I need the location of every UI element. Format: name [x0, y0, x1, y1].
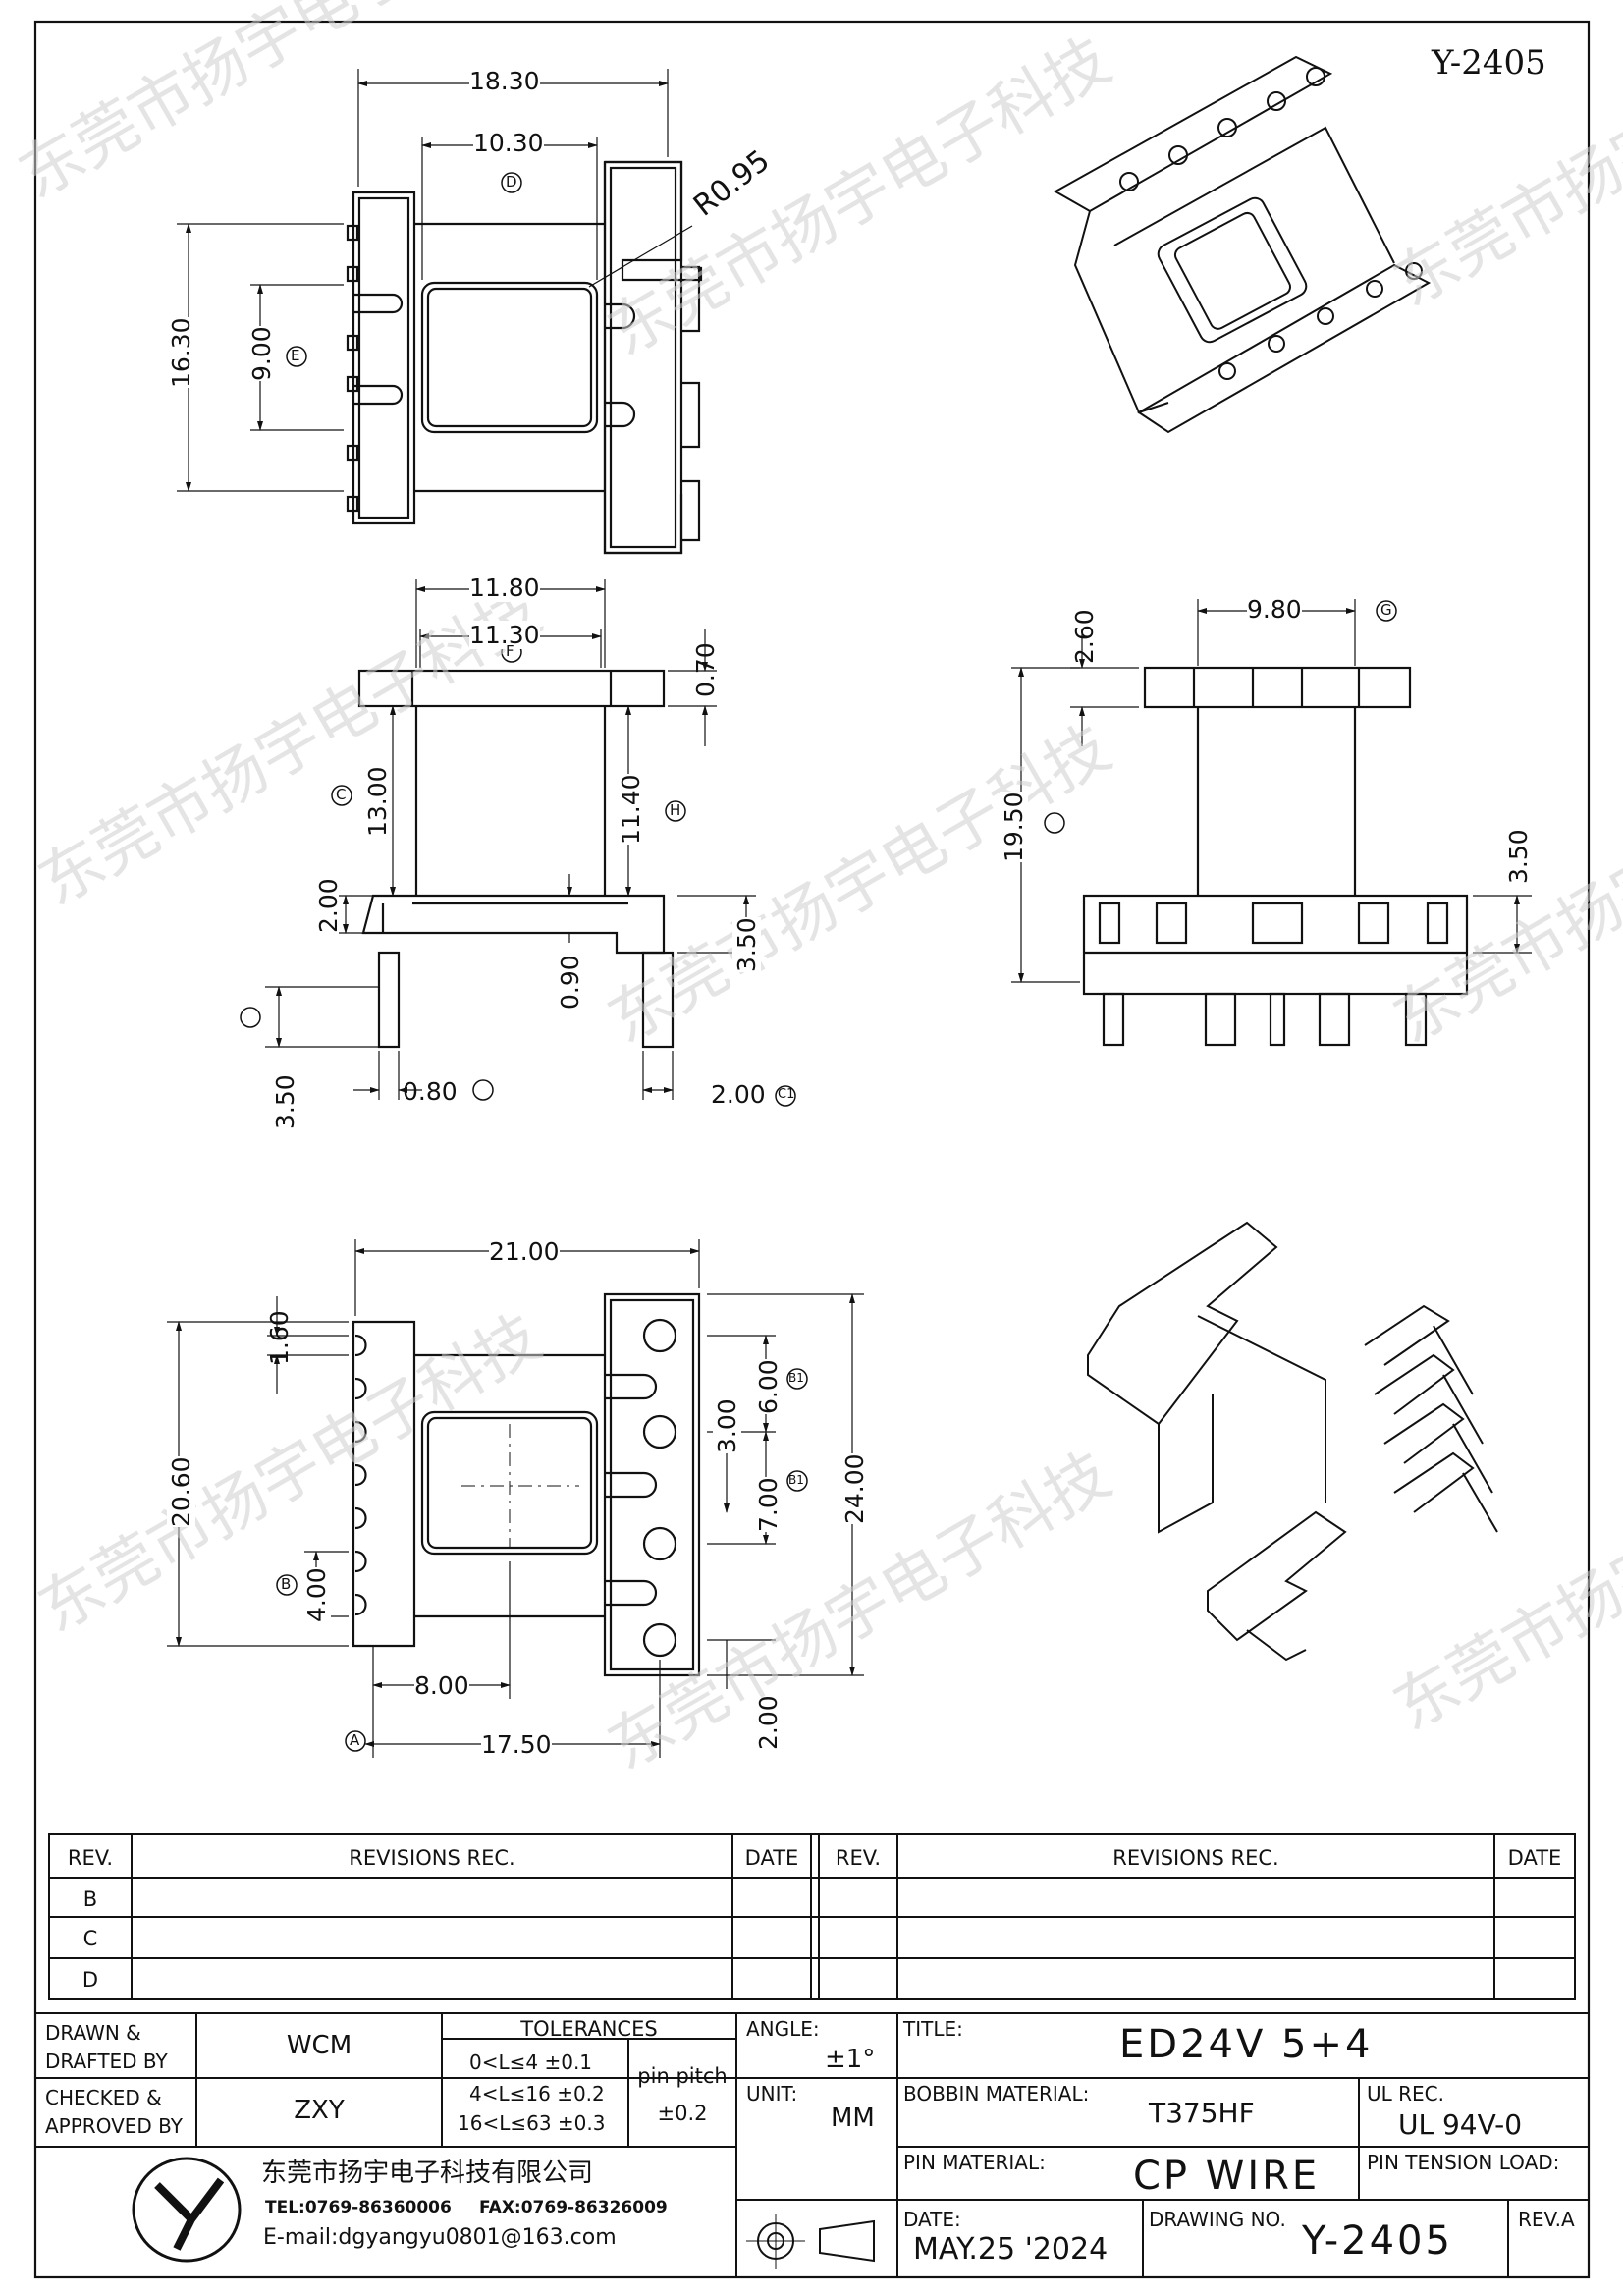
- tolerances-label: TOLERANCES: [520, 2017, 658, 2041]
- unit-value: MM: [831, 2104, 875, 2133]
- ul-rec-value: UL 94V-0: [1398, 2108, 1523, 2141]
- date-value: MAY.25 '2024: [913, 2232, 1109, 2267]
- rev-date-header: DATE: [744, 1846, 799, 1870]
- title-value: ED24V 5+4: [1119, 2022, 1374, 2067]
- dim-label: 9.00: [247, 326, 276, 381]
- pin-pitch-value: ±0.2: [657, 2102, 708, 2125]
- dim-label: 2.00: [754, 1695, 783, 1750]
- datum-marker: C1: [778, 1087, 795, 1102]
- dim-label: 18.30: [469, 67, 540, 95]
- datum-marker: B1: [788, 1371, 804, 1385]
- datum-marker: E: [291, 347, 300, 364]
- unit-label: UNIT:: [746, 2082, 798, 2105]
- dim-label: 11.30: [469, 621, 540, 649]
- dim-label: 21.00: [489, 1237, 560, 1266]
- rev-date-header: DATE: [1507, 1846, 1562, 1870]
- dim-label: 24.00: [840, 1453, 869, 1524]
- dim-label: 4.00: [302, 1567, 331, 1622]
- dim-label: 3.50: [732, 917, 761, 972]
- iso-top-view: [1053, 55, 1432, 434]
- dim-label: 3.50: [1504, 829, 1533, 884]
- dim-label: 13.00: [363, 766, 392, 837]
- bobbin-material-label: BOBBIN MATERIAL:: [903, 2082, 1090, 2105]
- rev-header: REV.: [835, 1846, 882, 1870]
- iso-bottom-view: [1087, 1221, 1498, 1662]
- tolerance-row: 4<L≤16 ±0.2: [469, 2082, 605, 2105]
- dim-label: 2.00: [711, 1080, 766, 1109]
- rev-rec-header: REVISIONS REC.: [349, 1846, 515, 1870]
- datum-marker: B1: [788, 1473, 804, 1487]
- dim-label: 11.40: [617, 774, 645, 845]
- title-label: TITLE:: [903, 2017, 963, 2041]
- pin-tension-label: PIN TENSION LOAD:: [1367, 2151, 1560, 2174]
- rev-header: REV.: [67, 1846, 114, 1870]
- dim-label: 3.00: [713, 1398, 741, 1453]
- dim-label: 8.00: [414, 1671, 469, 1700]
- dim-label: 16.30: [167, 317, 195, 388]
- pin-material-value: CP WIRE: [1133, 2154, 1321, 2199]
- revision-table: [48, 1833, 1576, 2000]
- datum-marker: B: [281, 1575, 292, 1593]
- date-label: DATE:: [903, 2208, 961, 2231]
- rev-row-label: D: [81, 1968, 99, 1992]
- dim-label: 19.50: [1000, 792, 1028, 862]
- dim-label: 1.60: [265, 1310, 294, 1365]
- dim-label: 6.00: [754, 1359, 783, 1414]
- dim-label: 11.80: [469, 574, 540, 602]
- dim-label: 3.50: [271, 1074, 299, 1129]
- dim-label: 0.80: [403, 1077, 458, 1106]
- top-view: [346, 160, 703, 555]
- dim-label: 2.60: [1070, 609, 1099, 664]
- pin-pitch-label: pin pitch: [637, 2064, 728, 2088]
- dim-label: 7.00: [754, 1477, 783, 1532]
- dim-label: 10.30: [473, 129, 544, 157]
- dim-label: 9.80: [1247, 595, 1302, 624]
- side-view: [1082, 666, 1469, 1047]
- checked-value: ZXY: [294, 2096, 345, 2125]
- rev-rec-header: REVISIONS REC.: [1112, 1846, 1279, 1870]
- dim-label: 2.00: [314, 878, 343, 933]
- datum-marker: F: [506, 642, 514, 660]
- checked-label: CHECKED & APPROVED BY: [45, 2086, 184, 2138]
- dim-label: 17.50: [481, 1730, 552, 1759]
- datum-marker: D: [506, 173, 517, 191]
- tolerance-row: 16<L≤63 ±0.3: [458, 2111, 606, 2135]
- angle-value: ±1°: [825, 2045, 876, 2074]
- pin-material-label: PIN MATERIAL:: [903, 2151, 1046, 2174]
- title-block: [35, 2012, 1589, 2277]
- ul-rec-label: UL REC.: [1367, 2082, 1444, 2105]
- drawing-code: Y-2405: [1432, 43, 1546, 82]
- dim-label: 0.70: [691, 642, 720, 697]
- angle-label: ANGLE:: [746, 2017, 820, 2041]
- dim-label: 20.60: [167, 1456, 195, 1527]
- datum-marker: G: [1380, 601, 1392, 619]
- drawing-no-value: Y-2405: [1302, 2218, 1453, 2264]
- bobbin-material-value: T375HF: [1149, 2097, 1255, 2129]
- dim-label: 0.90: [556, 955, 584, 1010]
- datum-marker: H: [670, 801, 681, 819]
- drawn-value: WCM: [286, 2031, 352, 2060]
- drawn-label: DRAWN & DRAFTED BY: [45, 2021, 168, 2073]
- tolerance-row: 0<L≤4 ±0.1: [469, 2050, 593, 2074]
- datum-marker: C: [336, 786, 347, 803]
- drawing-no-label: DRAWING NO.: [1149, 2208, 1286, 2231]
- rev-row-label: C: [82, 1927, 98, 1950]
- company-email: E-mail:dgyangyu0801@163.com: [263, 2225, 617, 2250]
- company-fax: FAX:0769-86326009: [479, 2198, 668, 2217]
- datum-marker: A: [350, 1731, 360, 1749]
- company-name: 东莞市扬宇电子科技有限公司: [261, 2159, 594, 2188]
- sheet-border: [33, 20, 1591, 2279]
- revision-label: REV.A: [1518, 2208, 1575, 2231]
- rev-row-label: B: [82, 1887, 98, 1911]
- company-tel: TEL:0769-86360006: [265, 2198, 452, 2217]
